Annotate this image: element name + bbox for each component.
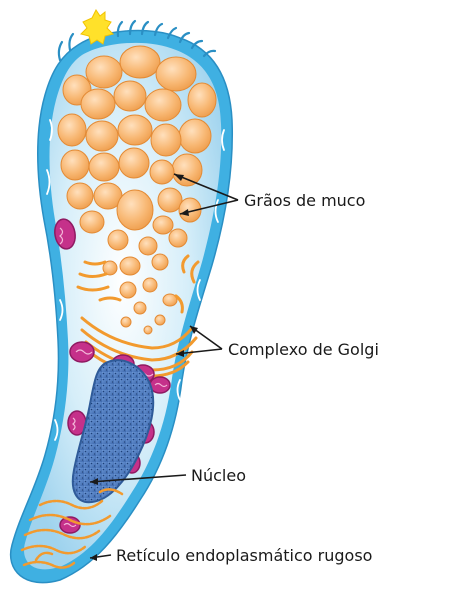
label-golgi-complex: Complexo de Golgi (228, 342, 379, 358)
label-mucus-granules: Grãos de muco (244, 193, 365, 209)
label-rough-er: Retículo endoplasmático rugoso (116, 548, 372, 564)
label-nucleus: Núcleo (191, 468, 246, 484)
